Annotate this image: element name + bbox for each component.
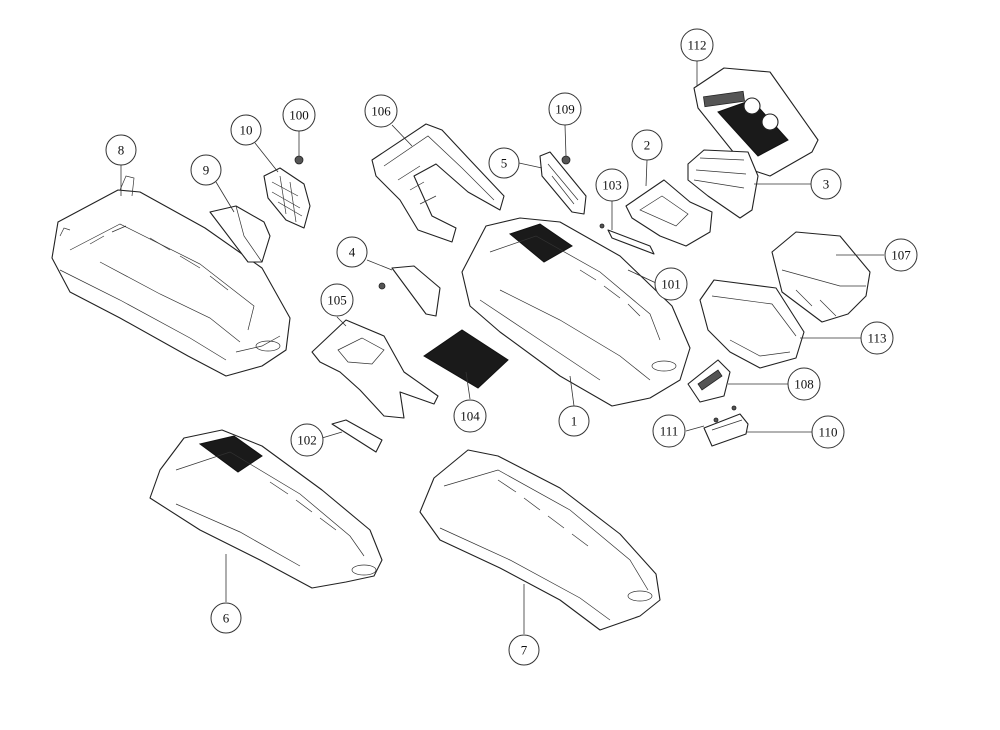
callout-101: 101 <box>654 267 688 301</box>
callout-111: 111 <box>652 414 686 448</box>
part-103-thin-trim <box>607 229 655 255</box>
callout-2: 2 <box>631 129 663 161</box>
callout-1: 1 <box>558 405 590 437</box>
part-1-main-console <box>461 217 691 407</box>
callout-109: 109 <box>548 92 582 126</box>
callout-8: 8 <box>105 134 137 166</box>
svg-text:108: 108 <box>794 377 814 392</box>
svg-text:105: 105 <box>327 293 347 308</box>
callout-104: 104 <box>453 399 487 433</box>
callout-112: 112 <box>680 28 714 62</box>
callout-10: 10 <box>230 114 262 146</box>
svg-text:2: 2 <box>644 138 651 153</box>
callout-113: 113 <box>860 321 894 355</box>
callout-9: 9 <box>190 154 222 186</box>
part-4-side-trim <box>391 265 441 317</box>
fastener-icon <box>378 282 386 290</box>
svg-text:5: 5 <box>501 156 508 171</box>
part-10-bracket <box>263 167 311 229</box>
part-8-console-base <box>51 175 291 377</box>
svg-text:106: 106 <box>371 104 391 119</box>
svg-text:104: 104 <box>460 409 480 424</box>
part-104-mat <box>423 329 509 389</box>
part-106-trim-frame <box>371 123 505 243</box>
part-105-trim-bezel <box>311 319 439 419</box>
part-9-side-panel <box>209 205 271 263</box>
part-3-module <box>687 149 759 219</box>
part-112-top-panel <box>693 67 819 177</box>
part-6-console <box>149 429 383 589</box>
callout-105: 105 <box>320 283 354 317</box>
svg-text:8: 8 <box>118 143 125 158</box>
svg-text:112: 112 <box>687 38 706 53</box>
svg-text:7: 7 <box>521 643 528 658</box>
svg-text:111: 111 <box>660 424 679 439</box>
part-7-console <box>419 449 661 631</box>
part-110-connector <box>703 413 749 447</box>
part-108-vent <box>687 359 731 403</box>
svg-text:6: 6 <box>223 611 230 626</box>
callout-4: 4 <box>336 236 368 268</box>
part-102-trim-strip <box>331 419 383 453</box>
svg-text:109: 109 <box>555 102 575 117</box>
callout-100: 100 <box>282 98 316 132</box>
svg-text:102: 102 <box>297 433 317 448</box>
svg-text:110: 110 <box>818 425 837 440</box>
svg-text:103: 103 <box>602 178 622 193</box>
part-100-fastener <box>294 155 304 165</box>
callout-108: 108 <box>787 367 821 401</box>
callout-103: 103 <box>595 168 629 202</box>
callout-107: 107 <box>884 238 918 272</box>
svg-text:10: 10 <box>240 123 253 138</box>
svg-text:100: 100 <box>289 108 309 123</box>
part-2-bezel <box>625 179 713 247</box>
callout-3: 3 <box>810 168 842 200</box>
svg-text:107: 107 <box>891 248 911 263</box>
svg-text:101: 101 <box>661 277 681 292</box>
callout-106: 106 <box>364 94 398 128</box>
part-113-storage-bin <box>699 279 805 369</box>
svg-text:4: 4 <box>349 245 356 260</box>
svg-text:1: 1 <box>571 414 578 429</box>
part-5-small-panel <box>539 151 587 215</box>
svg-text:113: 113 <box>867 331 886 346</box>
part-107-armrest-lid <box>771 231 871 323</box>
part-109-fastener <box>561 155 571 165</box>
svg-text:9: 9 <box>203 163 210 178</box>
leader-lines <box>120 61 884 634</box>
callout-102: 102 <box>290 423 324 457</box>
callout-6: 6 <box>210 602 242 634</box>
part-111-fasteners <box>713 405 737 423</box>
callout-110: 110 <box>811 415 845 449</box>
svg-text:3: 3 <box>823 177 830 192</box>
callout-5: 5 <box>488 147 520 179</box>
callout-7: 7 <box>508 634 540 666</box>
